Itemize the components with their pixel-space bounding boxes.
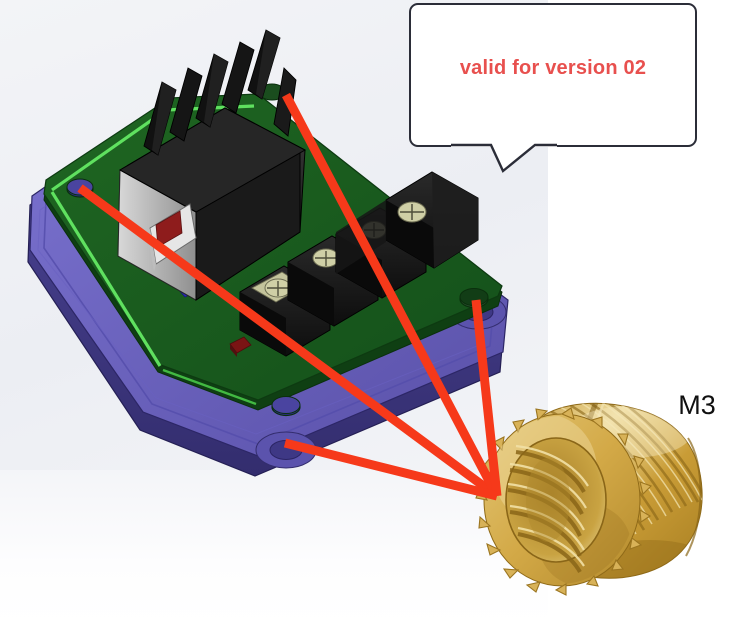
insert-thread-bore (505, 437, 607, 574)
terminal-blocks (239, 171, 479, 357)
callout-tail (451, 143, 557, 173)
heatsink-fins (143, 29, 297, 156)
internal-threads (507, 450, 586, 574)
leader-line-top-left (77, 184, 500, 500)
callout-text: valid for version 02 (459, 57, 647, 79)
leader-line-top-right (282, 92, 501, 499)
m3-label: M3 (678, 390, 716, 420)
cad-viewport-lower-fade (0, 470, 548, 625)
leader-line-bottom-right (471, 299, 502, 497)
callout-bubble: valid for version 02 (409, 3, 699, 173)
red-capacitor (229, 336, 252, 357)
insert-flange-teeth (475, 407, 652, 596)
terminal-block (385, 171, 479, 269)
leader-line-bottom-left (283, 438, 499, 501)
